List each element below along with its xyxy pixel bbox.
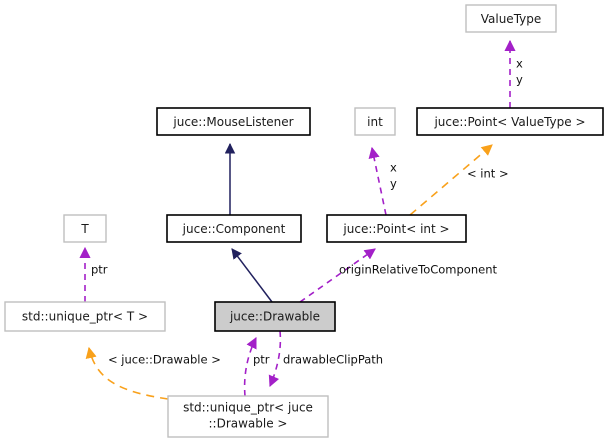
node-juce-point-valuetype-label: juce::Point< ValueType > — [433, 115, 585, 129]
node-juce-mouselistener-label: juce::MouseListener — [172, 115, 293, 129]
node-juce-component[interactable]: juce::Component — [166, 214, 302, 243]
node-std-unique-ptr-juce-drawable-label-line1: std::unique_ptr< juce — [183, 401, 313, 415]
edge-label-drawable-template: < juce::Drawable > — [108, 353, 221, 367]
node-juce-point-valuetype-box[interactable] — [416, 107, 604, 136]
edge-drawable-to-unique-ptr-drawable: drawableClipPath — [268, 330, 383, 388]
node-std-unique-ptr-t-box[interactable] — [4, 301, 166, 332]
node-valuetype[interactable]: ValueType — [465, 4, 557, 33]
node-juce-component-box[interactable] — [166, 214, 302, 243]
node-juce-point-int-box[interactable] — [326, 214, 467, 243]
edge-label-ptr-drawable: ptr — [253, 353, 270, 367]
edge-point-int-to-point-valuetype: < int > — [409, 144, 509, 216]
edge-label-valuetype-x: x — [516, 57, 523, 71]
node-std-unique-ptr-t[interactable]: std::unique_ptr< T > — [4, 301, 166, 332]
node-int-box[interactable] — [354, 107, 396, 136]
node-juce-mouselistener-box[interactable] — [156, 107, 311, 136]
edge-unique-ptr-t-to-t: ptr — [79, 246, 108, 302]
node-juce-drawable-label: juce::Drawable — [229, 310, 320, 324]
edge-label-drawable-clip-path: drawableClipPath — [283, 353, 383, 367]
edge-label-int-x: x — [390, 161, 397, 175]
node-int[interactable]: int — [354, 107, 396, 136]
node-t-label: T — [80, 222, 89, 236]
edge-label-origin-relative: originRelativeToComponent — [339, 263, 497, 277]
node-valuetype-box[interactable] — [465, 4, 557, 33]
node-std-unique-ptr-juce-drawable[interactable]: std::unique_ptr< juce ::Drawable > — [167, 395, 329, 438]
node-juce-point-valuetype[interactable]: juce::Point< ValueType > — [416, 107, 604, 136]
node-std-unique-ptr-juce-drawable-label-line2: ::Drawable > — [209, 417, 288, 431]
node-juce-component-label: juce::Component — [182, 222, 286, 236]
node-juce-mouselistener[interactable]: juce::MouseListener — [156, 107, 311, 136]
edge-unique-ptr-drawable-to-unique-ptr-t: < juce::Drawable > — [85, 346, 221, 400]
node-int-label: int — [367, 115, 383, 129]
edge-drawable-to-component — [231, 248, 273, 303]
edge-drawable-to-point-int: originRelativeToComponent — [299, 248, 497, 303]
node-valuetype-label: ValueType — [481, 12, 542, 26]
edge-label-int-y: y — [390, 177, 397, 191]
edge-label-valuetype-y: y — [516, 73, 523, 87]
edge-point-valuetype-to-valuetype: x y — [504, 39, 523, 108]
node-t-box[interactable] — [63, 214, 107, 243]
node-juce-point-int[interactable]: juce::Point< int > — [326, 214, 467, 243]
node-juce-drawable[interactable]: juce::Drawable — [214, 301, 336, 332]
node-juce-drawable-box[interactable] — [214, 301, 336, 332]
edge-label-int-template: < int > — [467, 167, 509, 181]
edge-label-ptr-t: ptr — [91, 263, 108, 277]
node-t[interactable]: T — [63, 214, 107, 243]
node-std-unique-ptr-t-label: std::unique_ptr< T > — [22, 310, 148, 324]
node-std-unique-ptr-juce-drawable-box[interactable] — [167, 395, 329, 438]
node-juce-point-int-label: juce::Point< int > — [342, 222, 449, 236]
edge-point-int-to-int: x y — [368, 146, 397, 216]
edge-unique-ptr-drawable-to-drawable: ptr — [243, 336, 270, 397]
